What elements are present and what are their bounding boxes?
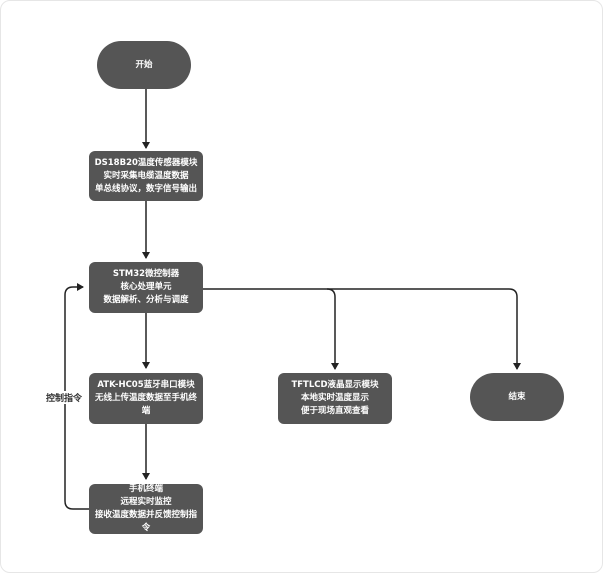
node-text-line: ATK-HC05蓝牙串口模块: [97, 380, 195, 390]
node-text-line: 接收温度数据并反馈控制指: [94, 510, 197, 520]
node-text-line: 开始: [135, 59, 153, 70]
edge-mcu-to-end: [327, 288, 521, 370]
node-text-line: 手机终端: [128, 484, 163, 494]
node-mobile-terminal: 手机终端远程实时监控接收温度数据并反馈控制指令: [89, 484, 203, 534]
node-text-line: 便于现场直观查看: [300, 406, 369, 416]
node-text-line: 实时采集电缆温度数据: [103, 170, 189, 181]
node-text-line: 本地实时温度显示: [300, 393, 369, 403]
node-text-line: 远程实时监控: [120, 497, 172, 507]
node-text-line: 端: [141, 406, 151, 416]
node-text-line: DS18B20温度传感器模块: [94, 157, 198, 168]
node-end: 结束: [470, 373, 564, 421]
node-ds18b20-sensor: DS18B20温度传感器模块实时采集电缆温度数据单总线协议，数字信号输出: [89, 151, 203, 201]
node-text-line: 令: [141, 523, 151, 533]
node-text-line: 结束: [508, 391, 526, 402]
node-text-line: 数据解析、分析与调度: [103, 295, 189, 305]
node-text-line: TFTLCD液晶显示模块: [291, 380, 379, 390]
node-text-line: STM32微控制器: [112, 269, 180, 279]
node-text-line: 核心处理单元: [120, 282, 172, 292]
edge-mcu-to-display: [202, 288, 339, 370]
node-stm32-mcu: STM32微控制器核心处理单元数据解析、分析与调度: [89, 262, 203, 313]
node-start: 开始: [97, 41, 191, 89]
node-text-line: 无线上传温度数据至手机终: [94, 393, 197, 403]
node-text-line: 单总线协议，数字信号输出: [94, 183, 197, 194]
edge-label-control-command: 控制指令: [44, 391, 85, 404]
node-hc05-bluetooth: ATK-HC05蓝牙串口模块无线上传温度数据至手机终端: [89, 373, 203, 424]
node-tftlcd-display: TFTLCD液晶显示模块本地实时温度显示便于现场直观查看: [278, 373, 392, 424]
